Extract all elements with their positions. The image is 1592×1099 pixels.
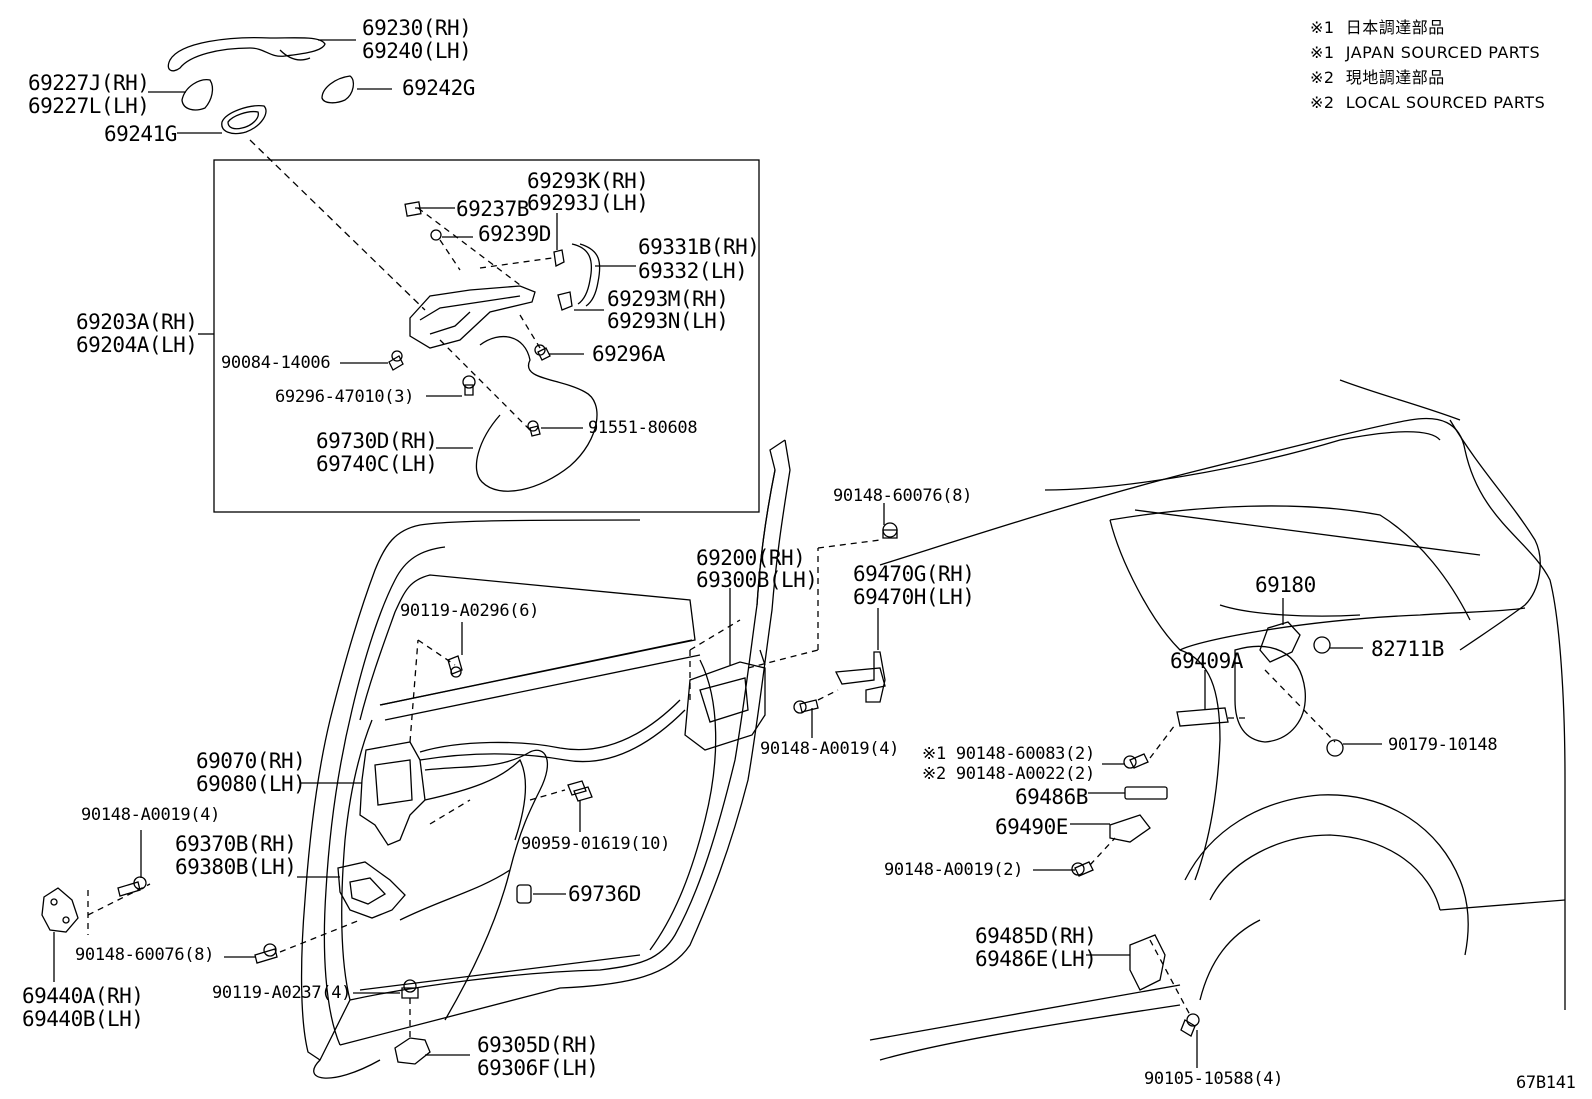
fuel-lid-hinge xyxy=(1259,621,1301,663)
part-label[interactable]: 69204A(LH) xyxy=(76,333,198,357)
part-label[interactable]: 69296A xyxy=(592,342,665,366)
part-label[interactable]: ※1 90148-60083(2) xyxy=(922,744,1095,764)
part-label[interactable]: 69380B(LH) xyxy=(175,855,297,879)
part-label[interactable]: 82711B xyxy=(1371,637,1444,661)
part-label[interactable]: 69305D(RH) xyxy=(477,1033,599,1057)
outer-door-handle xyxy=(167,37,326,72)
part-label[interactable]: 69740C(LH) xyxy=(316,452,438,476)
part-label[interactable]: 69293K(RH) xyxy=(527,169,649,193)
fuel-lock-bracket xyxy=(1129,934,1166,991)
handle-frame xyxy=(409,285,536,349)
part-label[interactable]: 69332(LH) xyxy=(638,259,748,283)
part-label[interactable]: 69736D xyxy=(568,882,641,906)
part-label[interactable]: 69440A(RH) xyxy=(22,984,144,1008)
part-label[interactable]: 69227J(RH) xyxy=(28,71,150,95)
diagram-code: 67B141 xyxy=(1516,1073,1576,1093)
part-label[interactable]: 69331B(RH) xyxy=(638,235,760,259)
fuel-opener xyxy=(1176,707,1229,727)
part-label[interactable]: 69486E(LH) xyxy=(975,947,1097,971)
lock-actuator xyxy=(359,741,426,846)
part-label[interactable]: 69293N(LH) xyxy=(607,309,729,333)
handle-cap xyxy=(181,79,214,111)
note-japan-sourced-en: ※1 JAPAN SOURCED PARTS xyxy=(1310,43,1541,62)
handle-pad xyxy=(321,75,355,104)
part-label[interactable]: 90148-A0019(4) xyxy=(760,739,900,759)
rear-door-outline xyxy=(313,439,786,1079)
door-lock xyxy=(684,661,766,751)
note-local-sourced-jp: ※2 現地調達部品 xyxy=(1310,68,1445,87)
door-cable xyxy=(475,336,598,492)
part-label[interactable]: 91551-80608 xyxy=(588,418,698,438)
part-label[interactable]: 69239D xyxy=(478,222,551,246)
part-label[interactable]: 69440B(LH) xyxy=(22,1007,144,1031)
part-label[interactable]: 69370B(RH) xyxy=(175,832,297,856)
part-label[interactable]: 69296-47010(3) xyxy=(275,387,415,407)
control-rod xyxy=(571,243,593,305)
part-label[interactable]: 90148-60076(8) xyxy=(833,486,973,506)
part-label[interactable]: 69409A xyxy=(1170,649,1243,673)
part-label[interactable]: 90148-60076(8) xyxy=(75,945,215,965)
part-label[interactable]: 69070(RH) xyxy=(196,749,306,773)
part-label[interactable]: 69730D(RH) xyxy=(316,429,438,453)
handle-gasket xyxy=(221,105,267,135)
part-label[interactable]: 90148-A0019(2) xyxy=(884,860,1024,880)
part-label[interactable]: 90148-A0019(4) xyxy=(81,805,221,825)
part-label[interactable]: 69203A(RH) xyxy=(76,310,198,334)
door-stopper xyxy=(834,651,886,703)
part-label[interactable]: 69240(LH) xyxy=(362,39,472,63)
part-label[interactable]: 90179-10148 xyxy=(1388,735,1498,755)
part-label[interactable]: 90119-A0296(6) xyxy=(400,601,540,621)
note-japan-sourced-jp: ※1 日本調達部品 xyxy=(1310,18,1445,37)
part-label[interactable]: 69241G xyxy=(104,122,177,146)
part-label[interactable]: 69293M(RH) xyxy=(607,287,729,311)
part-label[interactable]: 69470G(RH) xyxy=(853,562,975,586)
part-label[interactable]: 69486B xyxy=(1015,785,1088,809)
lower-link xyxy=(394,1037,431,1065)
part-label[interactable]: 69306F(LH) xyxy=(477,1056,599,1080)
wheel-arch xyxy=(1184,794,1469,956)
part-label[interactable]: 69485D(RH) xyxy=(975,924,1097,948)
inset-box xyxy=(213,159,760,513)
part-label[interactable]: 69230(RH) xyxy=(362,16,472,40)
part-label[interactable]: 90119-A0237(4) xyxy=(212,983,352,1003)
part-label[interactable]: 90105-10588(4) xyxy=(1144,1069,1284,1089)
part-label[interactable]: 69490E xyxy=(995,815,1068,839)
part-label[interactable]: 69300B(LH) xyxy=(696,568,818,592)
note-local-sourced-en: ※2 LOCAL SOURCED PARTS xyxy=(1310,93,1546,112)
part-label[interactable]: 69080(LH) xyxy=(196,772,306,796)
part-label[interactable]: 69200(RH) xyxy=(696,546,806,570)
part-label[interactable]: 69237B xyxy=(456,197,529,221)
part-label[interactable]: 90959-01619(10) xyxy=(521,834,671,854)
part-label[interactable]: 69293J(LH) xyxy=(527,191,649,215)
striker-plate xyxy=(41,887,79,933)
part-label[interactable]: 69227L(LH) xyxy=(28,94,150,118)
part-label[interactable]: 69470H(LH) xyxy=(853,585,975,609)
part-label[interactable]: ※2 90148-A0022(2) xyxy=(922,764,1095,784)
part-label[interactable]: 90084-14006 xyxy=(221,353,331,373)
part-label[interactable]: 69242G xyxy=(402,76,475,100)
remote-control xyxy=(337,861,406,919)
part-label[interactable]: 69180 xyxy=(1255,573,1316,597)
fuel-opener-bracket xyxy=(1109,814,1151,843)
vehicle-body xyxy=(879,417,1566,1010)
